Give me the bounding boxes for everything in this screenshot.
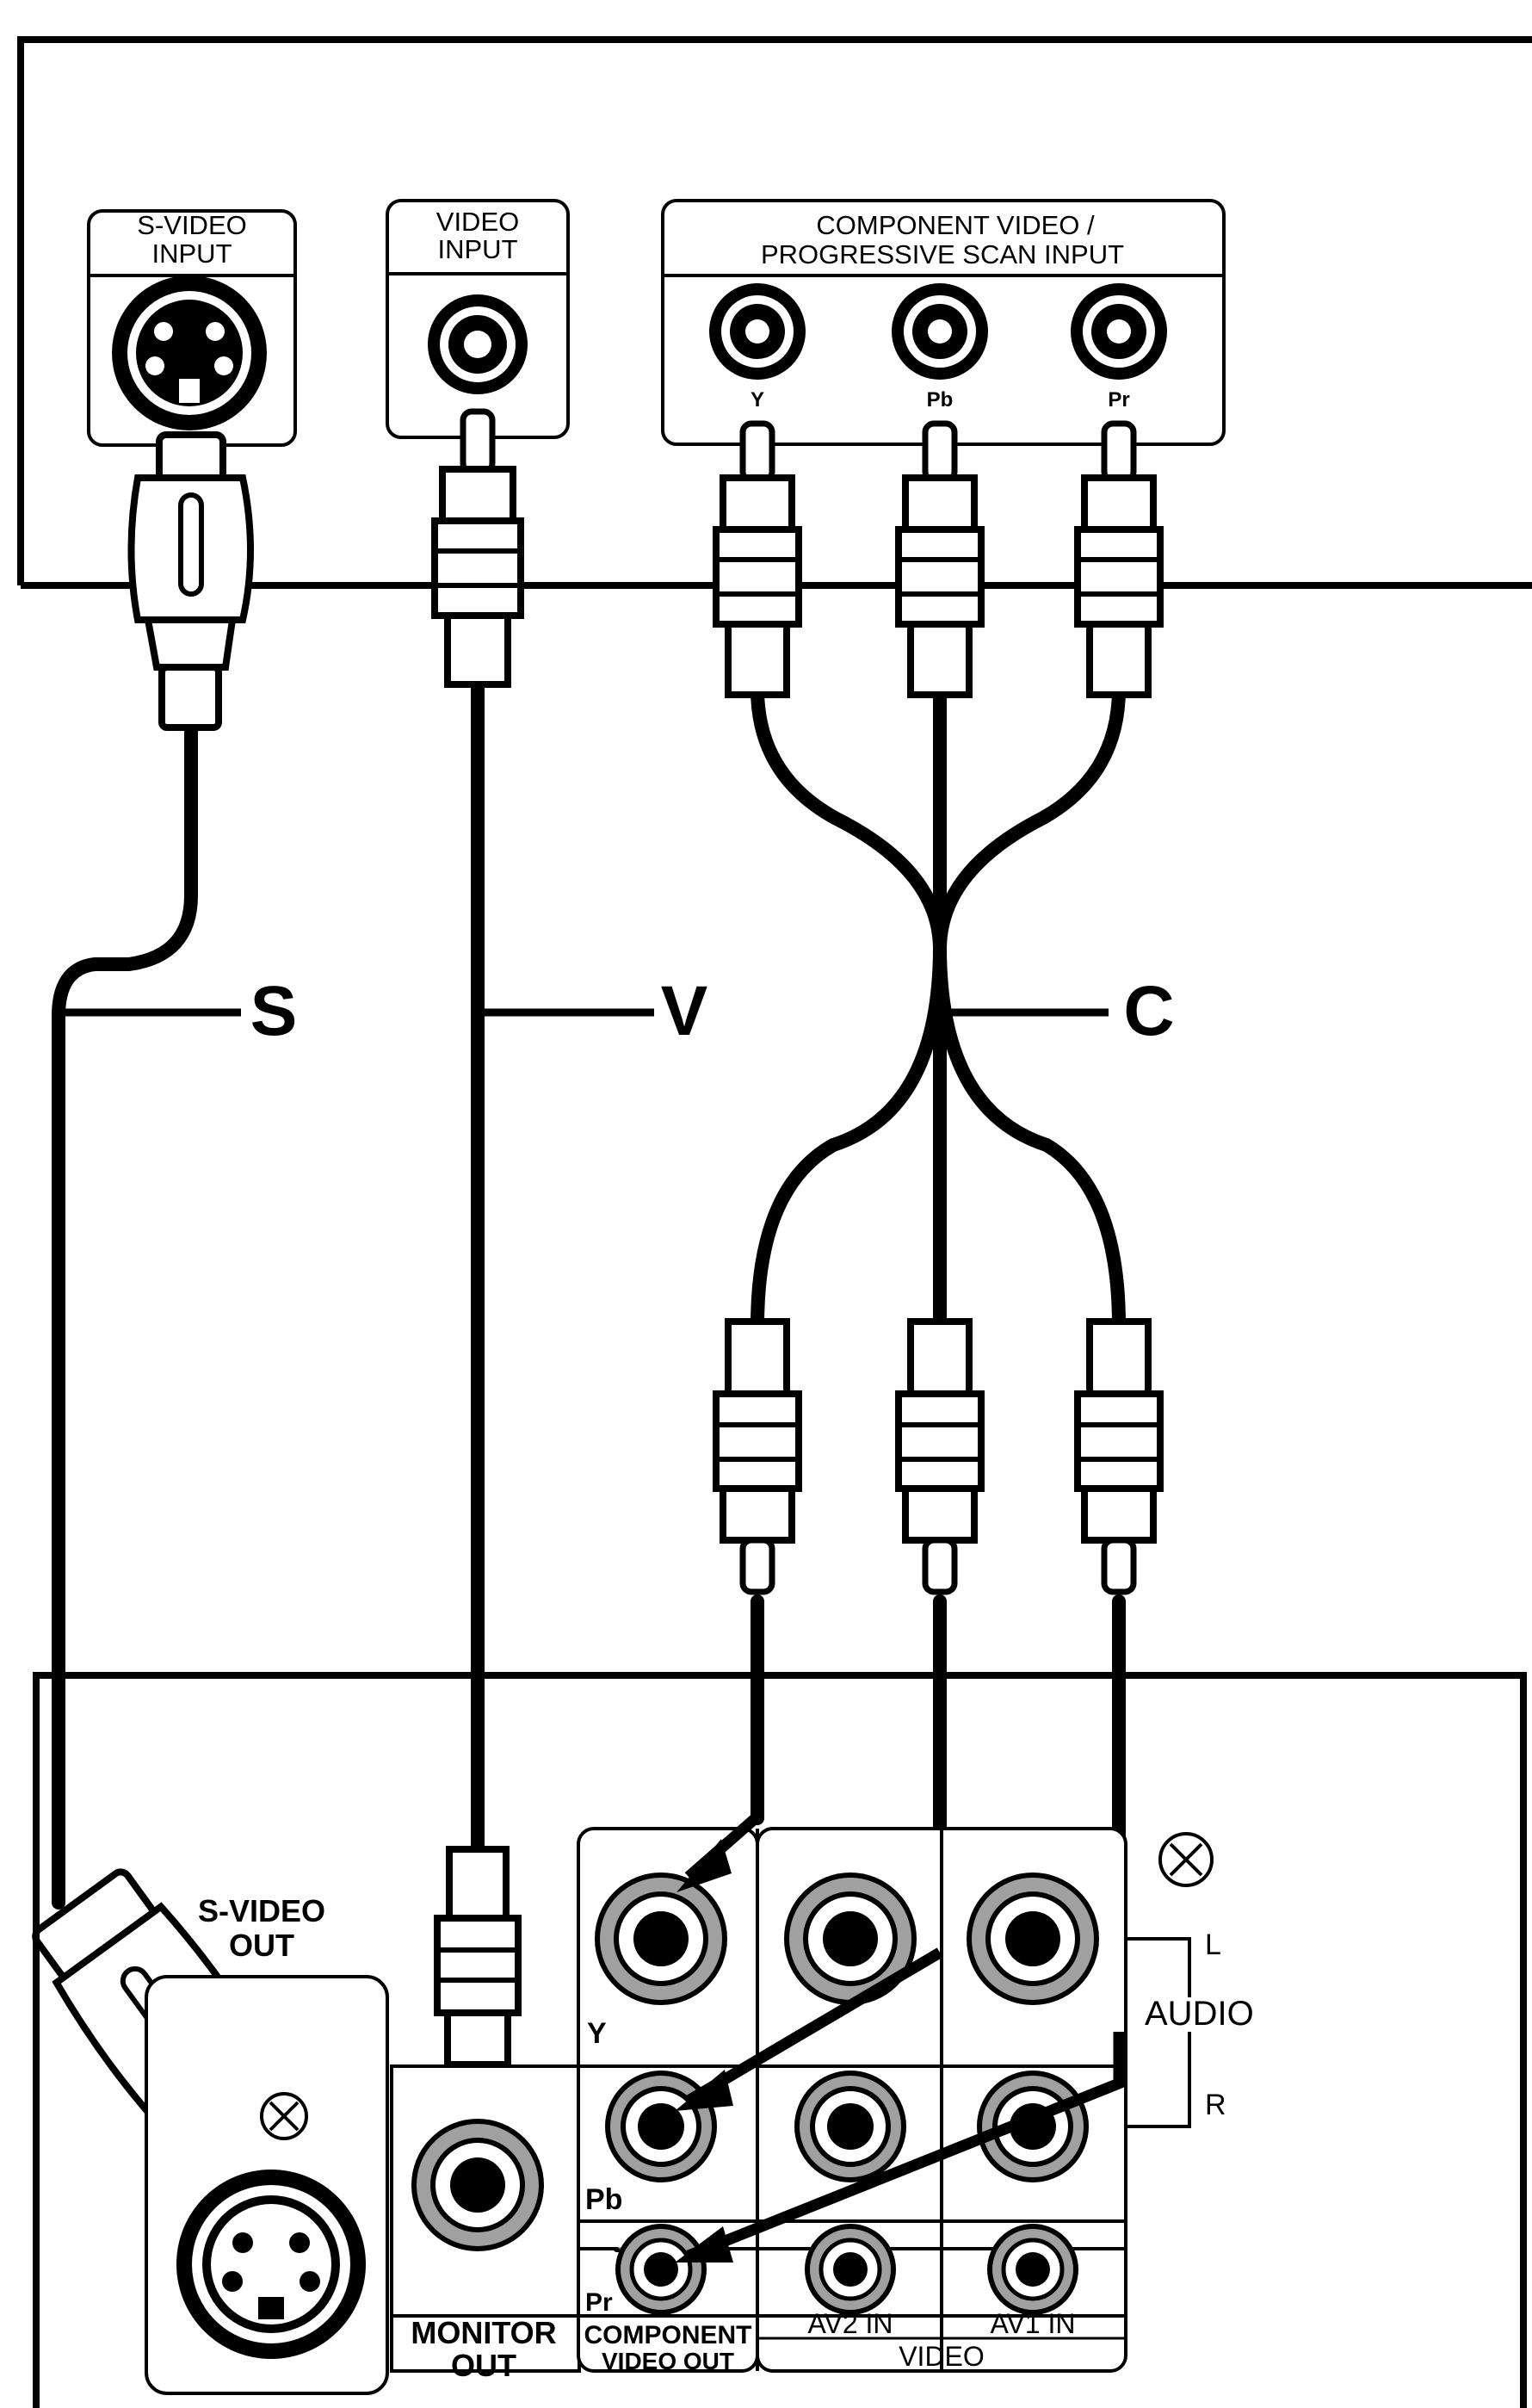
component-out-label-2: VIDEO OUT xyxy=(602,2348,734,2374)
component-input-label-2: PROGRESSIVE SCAN INPUT xyxy=(761,239,1124,269)
video-input-label-2: INPUT xyxy=(438,234,518,264)
svideo-input-label-1: S-VIDEO xyxy=(137,210,246,240)
av1-in-label: AV1 IN xyxy=(991,2308,1076,2339)
component-input-pr-label: Pr xyxy=(1108,388,1129,412)
monitor-out-label-2: OUT xyxy=(451,2348,516,2383)
svideo-input-label-2: INPUT xyxy=(152,238,232,269)
av1-audio-l-jack[interactable] xyxy=(967,1873,1099,2005)
av2-video-in-jack[interactable] xyxy=(805,2224,896,2315)
svideo-out-label-1: S-VIDEO xyxy=(198,1893,325,1928)
arrow-pr xyxy=(686,2032,1125,2262)
component-out-pr-socket-final[interactable] xyxy=(615,2224,707,2315)
component-out-y-label: Y xyxy=(587,2017,607,2050)
av2-in-label: AV2 IN xyxy=(808,2308,893,2339)
audio-bracket: L AUDIO R xyxy=(1127,1928,1254,2128)
component-cable: C xyxy=(713,420,1175,2039)
component-input-y-jack[interactable]: Y xyxy=(709,283,806,412)
component-input-pr-jack[interactable]: Pr xyxy=(1071,283,1167,412)
screw-icon xyxy=(1158,1832,1214,1887)
av1-video-in-jack[interactable] xyxy=(987,2224,1078,2315)
component-input-pb-label: Pb xyxy=(927,388,954,412)
component-input-pb-jack[interactable]: Pb xyxy=(892,283,988,412)
component-out-label-1: COMPONENT xyxy=(584,2321,752,2349)
screw-icon xyxy=(260,2092,308,2140)
component-out-pb-letter: Pb xyxy=(585,2183,622,2216)
component-out-pr-letter: Pr xyxy=(585,2288,613,2317)
av2-audio-l-jack[interactable] xyxy=(784,1873,917,2005)
av2-audio-r-socket[interactable] xyxy=(794,2071,906,2182)
video-label: VIDEO xyxy=(899,2341,985,2372)
svideo-input-jack[interactable]: S-VIDEO INPUT xyxy=(87,209,297,447)
audio-right-label: R xyxy=(1205,2089,1226,2121)
monitor-out-jack[interactable] xyxy=(411,2119,544,2251)
svideo-out-jack[interactable] xyxy=(176,2170,366,2359)
v-cable-label: V xyxy=(661,972,708,1050)
video-input-label-1: VIDEO xyxy=(436,207,519,237)
audio-left-label: L xyxy=(1205,1928,1221,1961)
tv-back-panel: S-VIDEO INPUT VIDEO INPUT COMPON xyxy=(17,36,1532,589)
player-back-panel: S-VIDEO OUT xyxy=(33,1672,1527,2408)
video-input-jack[interactable]: VIDEO INPUT xyxy=(386,199,570,439)
svideo-out-label-2: OUT xyxy=(229,1928,294,1963)
component-out-pb-socket[interactable] xyxy=(605,2071,717,2182)
component-input-jacks: COMPONENT VIDEO / PROGRESSIVE SCAN INPUT… xyxy=(661,199,1226,446)
monitor-out-label-1: MONITOR xyxy=(411,2315,556,2350)
c-cable-label: C xyxy=(1123,972,1174,1050)
component-input-y-label: Y xyxy=(751,388,764,412)
s-cable-label: S xyxy=(250,972,298,1050)
player-panel-outline xyxy=(33,1672,1527,2408)
component-input-label-1: COMPONENT VIDEO / xyxy=(816,210,1095,240)
audio-label: AUDIO xyxy=(1145,1995,1254,2033)
row2-jacks: Pb xyxy=(585,2071,1089,2216)
component-bottom-plugs xyxy=(713,1318,1164,1595)
av1-audio-r-socket[interactable] xyxy=(977,2071,1089,2182)
arrow-pb xyxy=(685,1947,943,2106)
component-connection-arrows xyxy=(675,1812,1125,2263)
component-top-plugs xyxy=(713,420,1164,698)
row3-jacks: Pr xyxy=(585,2224,1078,2317)
component-out-y-jack[interactable]: Y xyxy=(587,1873,727,2050)
